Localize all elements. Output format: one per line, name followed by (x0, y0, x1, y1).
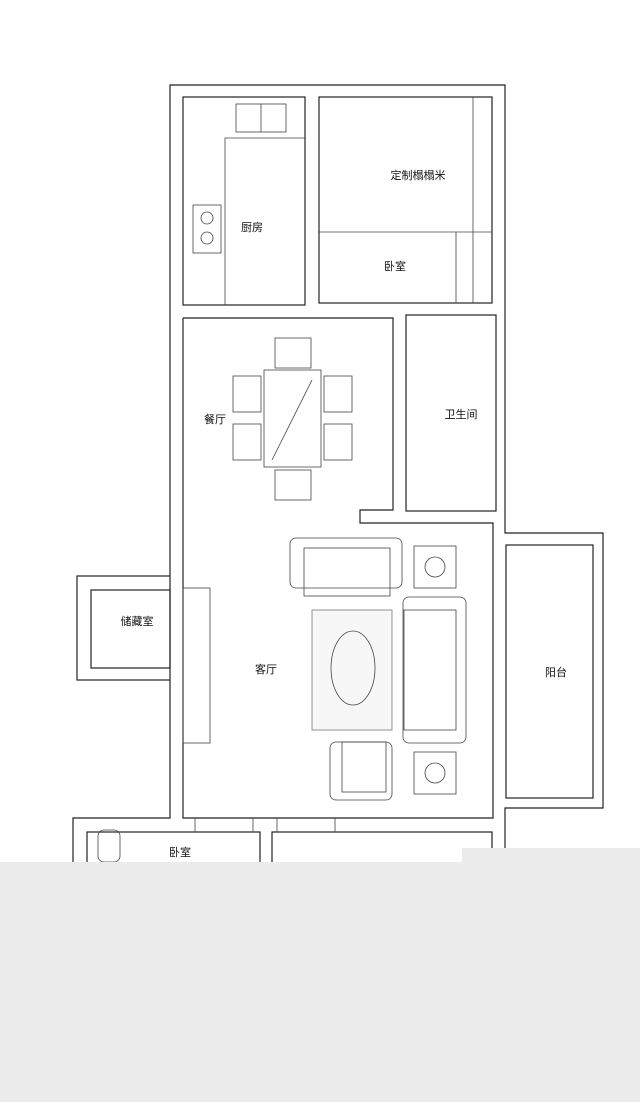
side-table-lamp-icon (413, 545, 457, 795)
storage-room (90, 589, 171, 669)
room-label-bedroom-top: 卧室 (384, 259, 406, 273)
tv-cabinet-icon (182, 587, 211, 744)
room-label-storage: 储藏室 (121, 614, 154, 628)
rug-icon (311, 609, 393, 731)
room-label-balcony: 阳台 (545, 665, 567, 679)
bedroom-top-room: 定制榻榻米 卧室 (318, 96, 493, 304)
stove-icon (192, 204, 222, 254)
room-label-bedroom-bottom: 卧室 (169, 845, 191, 859)
room-label-kitchen: 厨房 (241, 221, 263, 234)
living-dining-room: 卫生间 餐厅 客厅 (182, 314, 497, 819)
overlay-gray-area (0, 862, 640, 1102)
walls (72, 84, 604, 862)
room-label-bathroom: 卫生间 (445, 407, 478, 421)
balcony-room (505, 544, 594, 799)
sofa-icon (289, 537, 467, 801)
dining-table-icon (232, 337, 353, 501)
coffee-table-icon (330, 630, 376, 706)
room-label-living: 客厅 (255, 662, 277, 676)
room-label-tatami: 定制榻榻米 (391, 168, 446, 182)
kitchen-room: 厨房 (182, 96, 306, 306)
bathroom-room (405, 314, 497, 512)
overlay-gray-area-corner (462, 848, 640, 862)
room-label-dining: 餐厅 (204, 412, 226, 426)
nightstand-lamp-icon (97, 829, 121, 863)
